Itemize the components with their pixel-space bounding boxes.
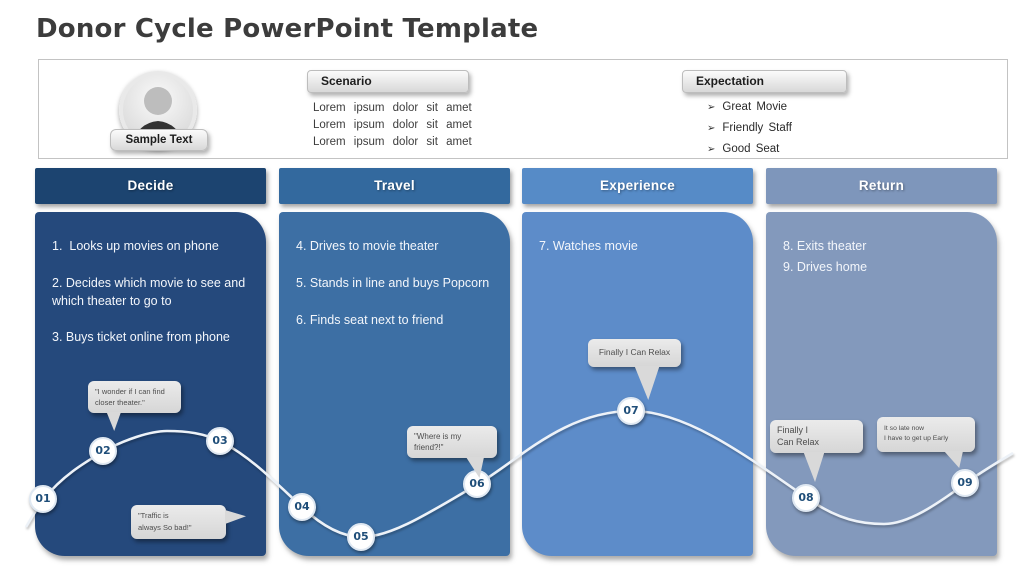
stage-header-experience[interactable]: Experience [522,168,753,204]
journey-node-01[interactable]: 01 [29,485,57,513]
journey-node-08[interactable]: 08 [792,484,820,512]
bubble-line: I have to get up Early [884,435,949,442]
scenario-heading[interactable]: Scenario [307,70,469,93]
bubble-line: Finally I [777,425,809,435]
scenario-line: Lorem ipsum dolor sit amet [313,119,472,131]
expectation-item-label: Friendly Staff [722,122,792,134]
stage-item: 5. Stands in line and buys Popcorn [296,275,490,290]
list-item: ➢ Good Seat [707,139,792,160]
stage-header-decide[interactable]: Decide [35,168,266,204]
journey-node-06[interactable]: 06 [463,470,491,498]
expectation-list: ➢ Great Movie ➢ Friendly Staff ➢ Good Seat [707,97,792,160]
journey-node-03[interactable]: 03 [206,427,234,455]
arrow-bullet-icon: ➢ [707,123,716,134]
bubble-line: "Traffic is [138,511,169,520]
bubble-line: friend?!" [414,443,444,452]
expectation-heading[interactable]: Expectation [682,70,847,93]
info-panel: Sample Text Scenario Lorem ipsum dolor s… [38,59,1008,159]
speech-bubble-relax-return[interactable]: Finally I Can Relax [770,420,863,453]
speech-bubble-closer-theater[interactable]: "I wonder if I can find closer theater." [88,381,181,413]
scenario-line: Lorem ipsum dolor sit amet [313,136,472,148]
list-item: ➢ Great Movie [707,97,792,118]
speech-bubble-relax-experience[interactable]: Finally I Can Relax [588,339,681,367]
bubble-line: Finally I Can Relax [598,347,671,357]
bubble-line: It so late now [884,425,925,432]
speech-bubble-where-is-friend[interactable]: "Where is my friend?!" [407,426,497,458]
stage-item: 4. Drives to movie theater [296,239,439,253]
journey-node-04[interactable]: 04 [288,493,316,521]
stage-header-travel[interactable]: Travel [279,168,510,204]
journey-node-09[interactable]: 09 [951,469,979,497]
speech-bubble-traffic[interactable]: "Traffic is always So bad!" [131,505,226,539]
speech-bubble-late-now[interactable]: It so late now I have to get up Early [877,417,975,452]
scenario-line: Lorem ipsum dolor sit amet [313,102,472,114]
scenario-text: Lorem ipsum dolor sit amet Lorem ipsum d… [313,100,472,151]
stage-item: 6. Finds seat next to friend [296,312,444,327]
journey-node-02[interactable]: 02 [89,437,117,465]
arrow-bullet-icon: ➢ [707,102,716,113]
sample-text-button[interactable]: Sample Text [110,129,208,151]
stage-item: 2. Decides which movie to see and which … [52,275,249,308]
list-item: ➢ Friendly Staff [707,118,792,139]
journey-node-07[interactable]: 07 [617,397,645,425]
stage-item: 3. Buys ticket online from phone [52,330,230,345]
expectation-item-label: Good Seat [722,143,780,155]
page-title: Donor Cycle PowerPoint Template [36,14,539,44]
arrow-bullet-icon: ➢ [707,144,716,155]
stage-item: 1. Looks up movies on phone [52,239,219,253]
bubble-line: always So bad!" [138,523,192,532]
bubble-line: Can Relax [777,436,820,447]
stage-item: 8. Exits theater [783,239,867,253]
bubble-line: "Where is my [414,432,462,441]
expectation-item-label: Great Movie [722,101,788,113]
bubble-line: closer theater." [95,398,145,407]
stage-item: 9. Drives home [783,259,868,274]
stage-header-return[interactable]: Return [766,168,997,204]
stage-panel-experience[interactable]: 7. Watches movie [522,212,753,556]
bubble-line: "I wonder if I can find [95,387,165,396]
journey-node-05[interactable]: 05 [347,523,375,551]
stage-item: 7. Watches movie [539,239,638,253]
